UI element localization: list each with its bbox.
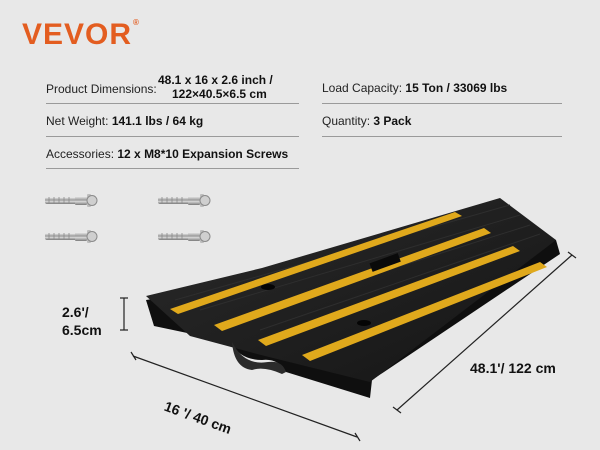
brand-name: VEVOR xyxy=(22,18,133,51)
height-dimension-label: 2.6'/ 6.5cm xyxy=(62,304,102,338)
length-dimension-label: 48.1'/ 122 cm xyxy=(470,360,556,376)
divider xyxy=(46,103,299,104)
expansion-screw-icon xyxy=(44,193,98,208)
divider xyxy=(46,168,299,169)
speed-ramp xyxy=(146,198,560,398)
spec-product-dimensions-value: 48.1 x 16 x 2.6 inch / 122×40.5×6.5 cm xyxy=(158,73,273,101)
spec-product-dimensions-line2: 122×40.5×6.5 cm xyxy=(172,87,267,101)
spec-product-dimensions-label: Product Dimensions: xyxy=(46,82,157,96)
expansion-screw-icon xyxy=(157,229,211,244)
spec-load-capacity: Load Capacity: 15 Ton / 33069 lbs xyxy=(322,81,508,95)
spec-quantity: Quantity: 3 Pack xyxy=(322,114,412,128)
spec-accessories: Accessories: 12 x M8*10 Expansion Screws xyxy=(46,147,289,161)
spec-product-dimensions-line1: 48.1 x 16 x 2.6 inch / xyxy=(158,73,273,87)
divider xyxy=(322,136,562,137)
expansion-screw-icon xyxy=(44,229,98,244)
brand-logo: VEVOR® xyxy=(22,18,140,52)
expansion-screw-icon xyxy=(157,193,211,208)
dimension-lines xyxy=(120,251,577,442)
divider xyxy=(46,136,299,137)
brand-registered-mark: ® xyxy=(133,18,140,27)
spec-net-weight: Net Weight: 141.1 lbs / 64 kg xyxy=(46,114,204,128)
divider xyxy=(322,103,562,104)
